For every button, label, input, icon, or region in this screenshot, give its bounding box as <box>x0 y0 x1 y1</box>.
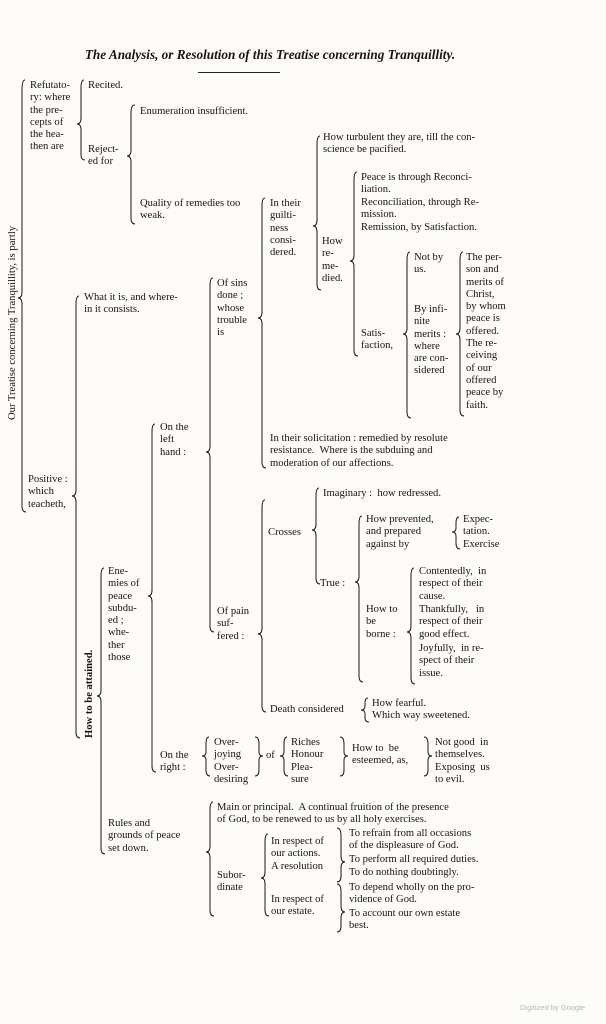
brace-root <box>17 79 27 513</box>
brace-left-hand <box>205 277 215 633</box>
node-account: To account our own estate best. <box>349 908 461 932</box>
node-peace-reconciliation: Peace is through Reconci- liation. <box>361 172 472 196</box>
brace-positive <box>71 295 81 739</box>
brace-crosses <box>311 487 321 585</box>
node-thankfully: Thankfully, in respect of their good eff… <box>419 604 485 640</box>
node-by-infinite: By infi- nite merits : where are con- si… <box>414 304 449 377</box>
node-how-prevented: How prevented, and prepared against by <box>366 514 434 550</box>
brace-prevented <box>451 516 461 550</box>
node-of-pain: Of pain suf- fered : <box>217 606 250 642</box>
brace-estate <box>336 883 346 933</box>
node-respect-estate: In respect of our estate. <box>271 894 324 918</box>
node-enumeration: Enumeration insufficient. <box>140 106 249 117</box>
node-not-good: Not good in themselves. Exposing us to e… <box>435 737 490 785</box>
node-main-principal: Main or principal. A continual fruition … <box>217 802 449 826</box>
node-joyfully: Joyfully, in re- spect of their issue. <box>419 643 484 679</box>
brace-merits <box>455 251 465 417</box>
node-death-sub: How fearful. Which way sweetened. <box>372 698 470 722</box>
page-title: The Analysis, or Resolution of this Trea… <box>84 47 456 62</box>
brace-remedied <box>349 171 359 357</box>
node-positive: Positive : which teacheth, <box>28 474 68 510</box>
brace-sins <box>257 197 267 469</box>
node-not-by-us: Not by us. <box>414 252 444 276</box>
node-in-guiltiness: In their guilti- ness consi- dered. <box>270 198 301 259</box>
node-expectation-exercise: Expec- tation. Exercise <box>463 514 500 550</box>
node-quality: Quality of remedies too weak. <box>140 198 241 222</box>
brace-pain <box>257 499 267 713</box>
brace-attained <box>96 567 106 855</box>
node-imaginary: Imaginary : how redressed. <box>323 488 441 499</box>
node-refrain: To refrain from all occasions of the dis… <box>349 828 472 852</box>
brace-of <box>279 736 289 777</box>
node-riches: Riches Honour Plea- sure <box>291 737 324 785</box>
brace-right <box>201 736 211 777</box>
node-solicitation: In their solicitation : remedied by reso… <box>270 433 448 469</box>
node-enemies: Ene- mies of peace subdu- ed ; whe- ther… <box>108 566 140 664</box>
brace-rules <box>205 801 215 917</box>
footer-watermark: Digitized by Google <box>520 1003 586 1012</box>
node-subordinate: Subor- dinate <box>217 870 246 894</box>
brace-resolution <box>336 827 346 883</box>
node-death-considered: Death considered <box>270 704 344 715</box>
node-crosses: Crosses <box>268 527 301 538</box>
node-person-merits: The per- son and merits of Christ, by wh… <box>466 252 506 411</box>
brace-right-close <box>254 736 264 777</box>
node-how-to-be-attained: How to be attained. <box>84 649 95 738</box>
brace-borne <box>406 567 416 685</box>
node-true: True : <box>320 578 346 589</box>
node-what-it-is: What it is, and where- in it consists. <box>84 292 178 316</box>
brace-rejected <box>126 104 136 225</box>
node-satisfaction: Satis- faction, <box>361 328 394 352</box>
node-nothing-doubtingly: To do nothing doubtingly. <box>349 867 459 878</box>
node-remission-satisfaction: Remission, by Satisfaction. <box>361 222 477 233</box>
node-rejected-for: Reject- ed for <box>88 144 119 168</box>
node-contentedly: Contentedly, in respect of their cause. <box>419 566 487 602</box>
node-rules: Rules and grounds of peace set down. <box>108 818 181 854</box>
node-on-right: On the right : <box>160 750 189 774</box>
node-turbulent: How turbulent they are, till the con- sc… <box>323 132 476 156</box>
node-respect-actions: In respect of our actions. A resolution <box>271 836 324 872</box>
node-how-esteemed: How to be esteemed, as, <box>352 743 409 767</box>
brace-subordinate <box>260 833 270 917</box>
brace-refutatory <box>76 79 86 161</box>
title-rule <box>198 72 280 73</box>
node-of-sins-done: Of sins done ; whose trouble is <box>217 278 248 339</box>
brace-death <box>360 697 370 723</box>
node-overjoying: Over- joying Over- desiring <box>214 737 249 785</box>
node-recited: Recited. <box>88 80 124 91</box>
brace-guiltiness <box>312 135 322 291</box>
brace-enemies <box>147 423 157 773</box>
brace-esteemed-close <box>423 736 433 777</box>
node-depend: To depend wholly on the pro- vidence of … <box>349 882 475 906</box>
brace-true <box>354 515 364 683</box>
brace-riches-close <box>339 736 349 777</box>
node-refutatory: Refutato- ry: where the pre- cepts of th… <box>30 80 71 153</box>
node-perform: To perform all required duties. <box>349 854 479 865</box>
node-how-remedied: How re- me- died. <box>322 236 343 284</box>
node-how-borne: How to be borne : <box>366 604 398 640</box>
node-reconciliation-remission: Reconciliation, through Re- mission. <box>361 197 479 221</box>
node-of: of <box>266 750 275 761</box>
node-on-left-hand: On the left hand : <box>160 422 189 458</box>
brace-satisfaction <box>402 251 412 419</box>
